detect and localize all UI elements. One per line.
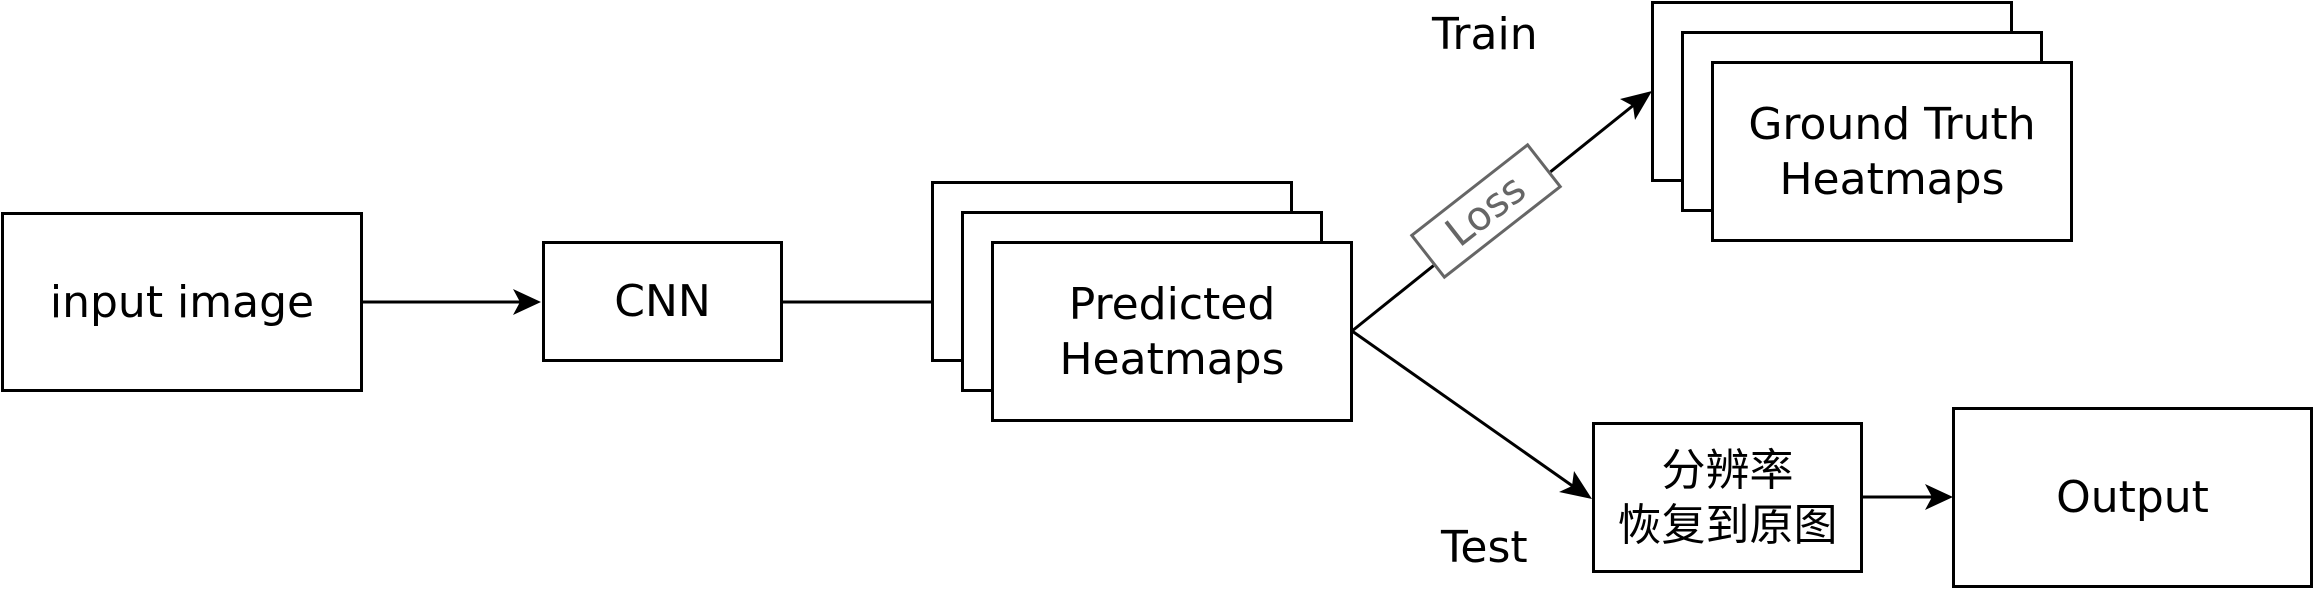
cnn-label: CNN: [614, 276, 711, 327]
output-node: Output: [1952, 407, 2313, 588]
resolution-label-line2: 恢复到原图: [1617, 499, 1838, 551]
input-image-label: input image: [49, 276, 315, 328]
test-label: Test: [1441, 522, 1528, 573]
predicted-label-line2: Heatmaps: [1059, 333, 1285, 385]
arrowhead-input-to-cnn: [513, 289, 541, 315]
edge-test: [1351, 329, 1575, 489]
ground-truth-label-line1: Ground Truth: [1748, 98, 2036, 150]
input-image-node: input image: [1, 212, 363, 392]
predicted-heatmaps-node: Predicted Heatmaps: [991, 241, 1353, 422]
cnn-node: CNN: [542, 241, 783, 362]
output-label: Output: [2056, 472, 2209, 523]
resolution-label-line1: 分辨率: [1661, 444, 1794, 496]
ground-truth-label-line2: Heatmaps: [1779, 153, 2005, 205]
arrowhead-resolution-to-output: [1925, 484, 1953, 510]
predicted-label-line1: Predicted: [1068, 278, 1276, 330]
arrowhead-test: [1559, 471, 1592, 499]
train-label: Train: [1432, 9, 1538, 60]
arrowhead-train: [1620, 91, 1652, 120]
ground-truth-heatmaps-node: Ground Truth Heatmaps: [1711, 61, 2073, 242]
resolution-recovery-node: 分辨率 恢复到原图: [1592, 422, 1863, 573]
